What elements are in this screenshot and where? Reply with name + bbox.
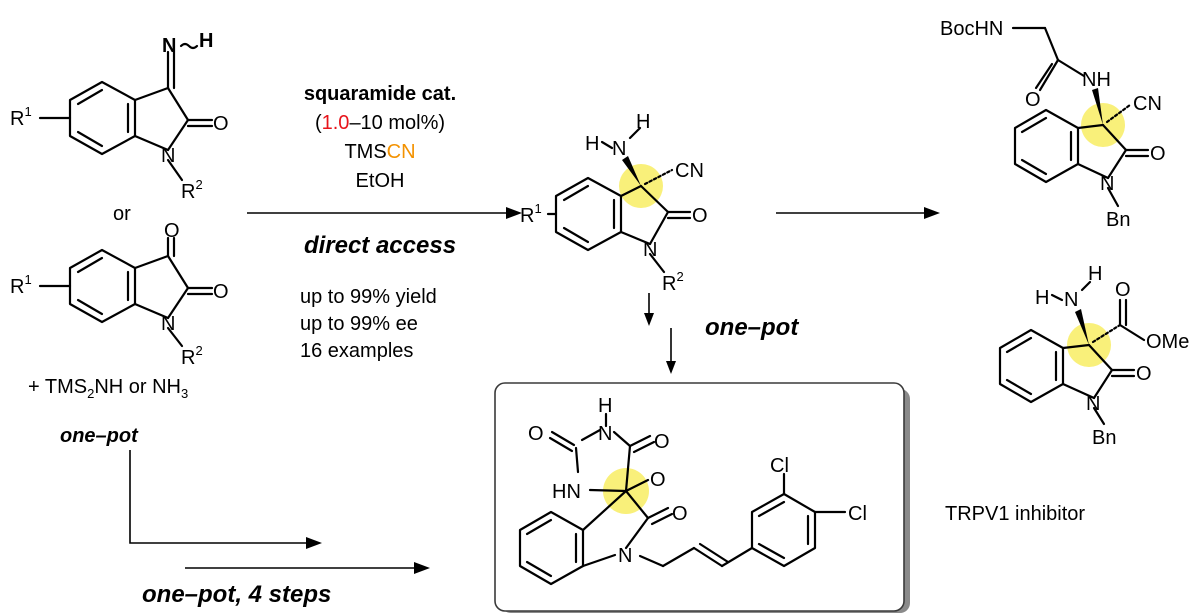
route-arrowhead-2 [414, 562, 430, 574]
trpv1-cl-2: Cl [848, 503, 867, 525]
trpv1-hn: HN [552, 481, 581, 503]
substrate-ring-n: N [161, 145, 175, 167]
one-pot-down-label: one–pot [705, 314, 799, 341]
trpv1-lactam-o: O [650, 469, 666, 491]
deriv2-h: H [1088, 263, 1102, 285]
isatin-r2: R2 [181, 343, 203, 369]
deriv1-nh: NH [1082, 69, 1111, 91]
isatin-r1: R1 [10, 272, 32, 298]
deriv1-amide-o: O [1025, 89, 1041, 111]
ee-label: up to 99% ee [300, 313, 418, 335]
product-h-red: H [585, 133, 599, 155]
yield-label: up to 99% yield [300, 286, 437, 308]
deriv2-n: N [1064, 289, 1078, 311]
trpv1-box [494, 382, 905, 612]
one-pot-4-steps-label: one–pot, 4 steps [142, 581, 331, 608]
down-arrowhead-1 [644, 313, 654, 326]
product-cn: CN [675, 160, 704, 182]
main-arrowhead [506, 207, 522, 219]
trpv1-oxindole-o: O [672, 503, 688, 525]
deriv2-ome: OMe [1146, 331, 1189, 353]
product-n: N [612, 138, 626, 160]
route-arrowhead-1 [306, 537, 322, 549]
catalyst-label: squaramide cat. [304, 83, 456, 105]
product-o: O [692, 205, 708, 227]
imine-h: H [199, 30, 213, 52]
deriv2-ring-n: N [1086, 393, 1100, 415]
deriv2-ester-o: O [1115, 279, 1131, 301]
deriv2-bn: Bn [1092, 427, 1116, 449]
one-pot-4-steps-route [129, 450, 312, 544]
or-label: or [113, 203, 131, 225]
amino-nitrile-product-structure [546, 126, 692, 274]
boc-glycine-amide-derivative-structure [1011, 26, 1150, 208]
cyanide-reagent: TMSCN [344, 141, 415, 163]
deriv2-h-red: H [1035, 287, 1049, 309]
deriv1-bochn: BocHN [940, 18, 1003, 40]
trpv1-n: N [618, 545, 632, 567]
isatin-nh-imine-structure [38, 42, 214, 182]
deriv1-cn: CN [1133, 93, 1162, 115]
product-r2: R2 [662, 269, 684, 295]
isatin-carbonyl-o: O [213, 281, 229, 303]
isatin-top-o: O [164, 220, 180, 242]
isatin-structure [38, 236, 214, 348]
product-ring-n: N [643, 239, 657, 261]
trpv1-nh-h: H [598, 395, 612, 417]
derivatization-arrowhead [924, 207, 940, 219]
imine-n: N [162, 35, 176, 57]
trpv1-right-o: O [654, 431, 670, 453]
deriv1-n: N [1100, 173, 1114, 195]
product-h: H [636, 111, 650, 133]
ammonia-reagent: + TMS2NH or NH3 [28, 376, 188, 401]
product-r1: R1 [520, 201, 542, 227]
substrate-r1: R1 [10, 104, 32, 130]
down-arrowhead-2 [666, 361, 676, 374]
trpv1-inhibitor-structure [518, 412, 847, 586]
substrate-r2: R2 [181, 177, 203, 203]
one-pot-left-label: one–pot [60, 425, 139, 447]
examples-label: 16 examples [300, 340, 413, 362]
solvent-label: EtOH [356, 170, 405, 192]
isatin-ring-n: N [161, 313, 175, 335]
amino-ester-derivative-structure [998, 280, 1146, 426]
deriv1-bn: Bn [1106, 209, 1130, 231]
trpv1-top-o: O [528, 423, 544, 445]
deriv2-o: O [1136, 363, 1152, 385]
trpv1-cl-1: Cl [770, 455, 789, 477]
deriv1-o: O [1150, 143, 1166, 165]
trpv1-inhibitor-label: TRPV1 inhibitor [945, 503, 1085, 525]
catalyst-loading: (1.0–10 mol%) [315, 112, 445, 134]
substrate-carbonyl-o: O [213, 113, 229, 135]
trpv1-nh-n: N [598, 423, 612, 445]
direct-access-label: direct access [304, 232, 456, 259]
